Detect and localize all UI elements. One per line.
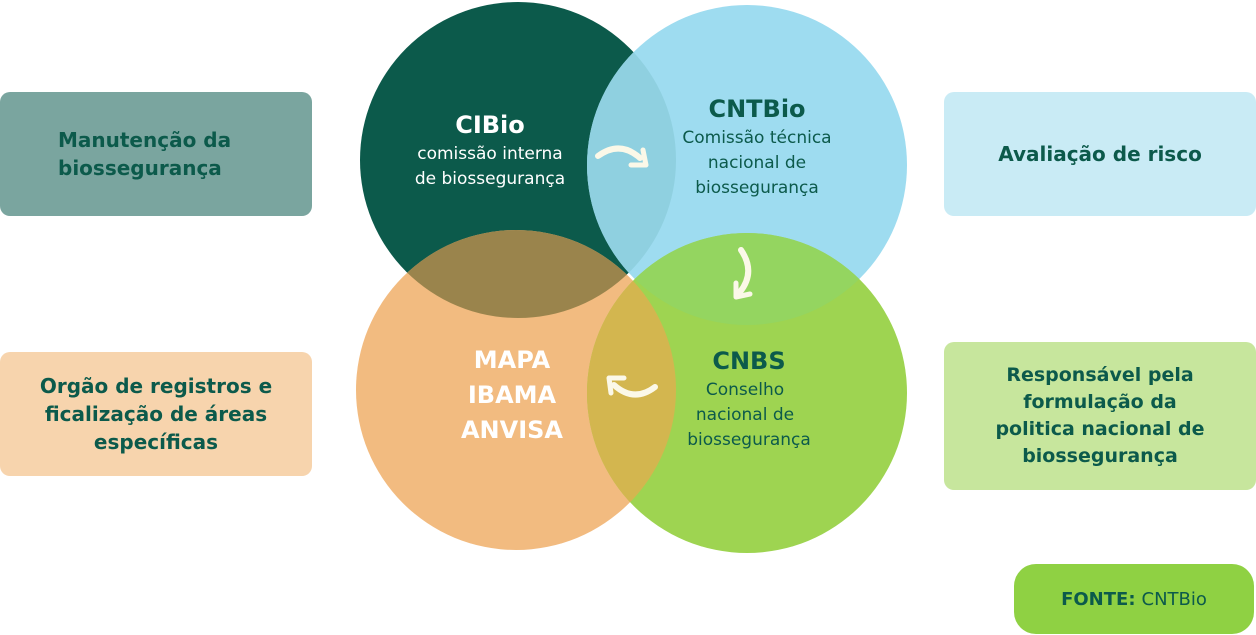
arrow-down-curved-icon bbox=[733, 247, 753, 300]
circle-mapa bbox=[356, 230, 676, 550]
box-manutencao: Manutenção da biossegurança bbox=[0, 92, 312, 216]
arrow-right-curved-icon bbox=[595, 145, 649, 168]
cntbio-title: CNTBio bbox=[708, 95, 805, 123]
circle-cibio bbox=[360, 2, 676, 318]
box-avaliacao-risco: Avaliação de risco bbox=[944, 92, 1256, 216]
box-orgao-line-1: Orgão de registros e bbox=[39, 374, 273, 398]
source-label: FONTE: bbox=[1061, 588, 1136, 610]
box-responsavel-line-3: politica nacional de bbox=[995, 418, 1205, 440]
mapa-line-1: MAPA bbox=[474, 346, 551, 374]
circle-cnbs-label: CNBS Conselho nacional de biossegurança bbox=[687, 347, 811, 450]
cntbio-line-1: Comissão técnica bbox=[682, 128, 831, 148]
cnbs-line-2: nacional de bbox=[696, 405, 794, 425]
box-responsavel-line-2: formulação da bbox=[1023, 391, 1177, 413]
circle-cnbs bbox=[587, 233, 907, 553]
box-manutencao-line-1: Manutenção da bbox=[58, 128, 232, 152]
cntbio-line-3: biossegurança bbox=[695, 178, 819, 198]
circle-cibio-label: CIBio comissão interna de biossegurança bbox=[415, 111, 565, 189]
circle-cntbio-label: CNTBio Comissão técnica nacional de bios… bbox=[682, 95, 831, 198]
box-avaliacao-line-1: Avaliação de risco bbox=[998, 142, 1202, 166]
mapa-line-3: ANVISA bbox=[461, 416, 563, 444]
cntbio-line-2: nacional de bbox=[708, 153, 806, 173]
cibio-title: CIBio bbox=[455, 111, 525, 139]
cibio-line-1: comissão interna bbox=[417, 144, 562, 164]
box-orgao-line-2: ficalização de áreas bbox=[44, 402, 268, 426]
source-value: CNTBio bbox=[1141, 588, 1207, 610]
box-orgao-line-3: específicas bbox=[93, 430, 219, 454]
box-orgao-registros: Orgão de registros e ficalização de área… bbox=[0, 352, 312, 476]
circle-cntbio bbox=[587, 5, 907, 325]
circle-mapa-label: MAPA IBAMA ANVISA bbox=[461, 346, 563, 444]
mapa-line-2: IBAMA bbox=[468, 381, 557, 409]
cnbs-title: CNBS bbox=[712, 347, 785, 375]
box-responsavel: Responsável pela formulação da politica … bbox=[944, 342, 1256, 490]
arrow-left-curved-icon bbox=[606, 375, 658, 398]
box-responsavel-line-4: biossegurança bbox=[1022, 445, 1178, 467]
cibio-line-2: de biossegurança bbox=[415, 169, 565, 189]
cnbs-line-1: Conselho bbox=[706, 380, 784, 400]
box-responsavel-line-1: Responsável pela bbox=[1006, 364, 1194, 386]
source-badge: FONTE: CNTBio bbox=[1014, 564, 1254, 634]
cnbs-line-3: biossegurança bbox=[687, 430, 811, 450]
box-manutencao-line-2: biossegurança bbox=[58, 156, 222, 180]
